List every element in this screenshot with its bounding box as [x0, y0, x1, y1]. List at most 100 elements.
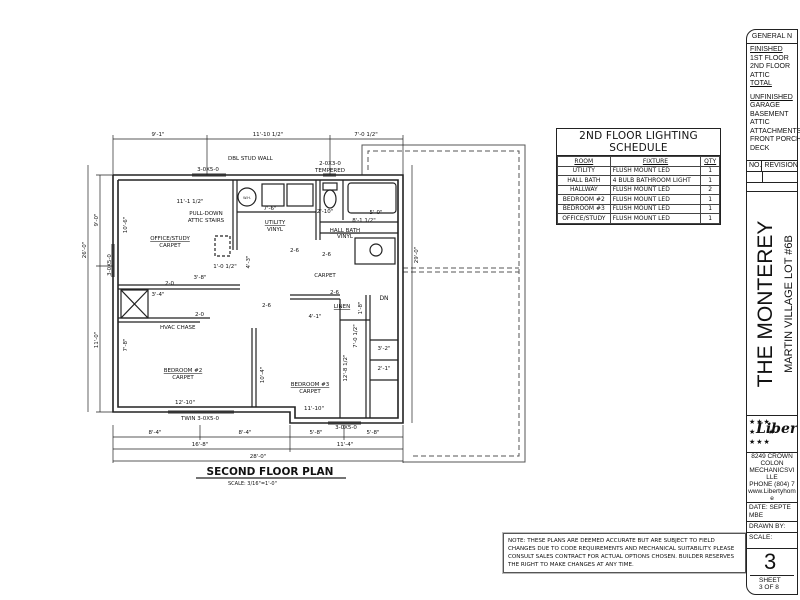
cell: FLUSH MOUNT LED	[609, 203, 702, 214]
company-logo: ★★★★ ★★★★ Liberty Homes	[747, 415, 797, 453]
address-line: 8249 CROWN COLON	[751, 453, 793, 467]
dim-bottom: 8'-4"	[148, 430, 161, 436]
dim-bottom: 5'-8"	[366, 430, 379, 436]
unfinished-label: UNFINISHED	[750, 93, 793, 101]
linen-closet-label: LINEN	[334, 304, 350, 310]
stars-icon: ★★★★ ★★★★	[749, 419, 776, 446]
plan-scale: SCALE: 3/16"=1'-0"	[228, 481, 277, 487]
door-label: 2-0	[195, 312, 204, 318]
house-name: THE MONTEREY	[754, 221, 777, 388]
drawing-meta: DATE: SEPTEMBE DRAWN BY: SCALE:	[747, 502, 797, 543]
address-line: MECHANICSVILLE	[749, 467, 795, 481]
cell: OFFICE/STUDY	[557, 213, 611, 224]
plan-title: SECOND FLOOR PLAN	[207, 466, 334, 478]
dim-right: 29'-0"	[414, 247, 420, 264]
col-header: FIXTURE	[609, 156, 702, 167]
area-item: 1ST FLOOR	[750, 54, 789, 62]
room-hall-bath-floor: VINYL	[337, 234, 354, 240]
room-bedroom-3: BEDROOM #3	[291, 382, 330, 388]
area-item: BASEMENT	[750, 110, 789, 118]
dimension-lines	[87, 135, 413, 463]
drawn-by-field: DRAWN BY:	[747, 521, 797, 532]
cell: FLUSH MOUNT LED	[609, 213, 702, 224]
door-label: 2-6	[290, 248, 299, 254]
area-item: FRONT PORCH	[750, 136, 800, 143]
sheet-label-text: SHEET	[759, 577, 781, 584]
room-office-study: OFFICE/STUDY	[150, 236, 190, 242]
windows	[111, 173, 361, 425]
attic-stairs-label: ATTIC STAIRS	[188, 218, 225, 224]
finished-label: FINISHED	[750, 46, 783, 53]
room-hall-bath: HALL BATH	[330, 228, 360, 234]
area-item: GARAGE	[750, 102, 780, 109]
dim-interior: 4'-1"	[308, 314, 321, 320]
address-line: www.Libertyhome	[748, 488, 796, 502]
window-label: 3-0X5-0	[335, 425, 357, 431]
dim-interior: 2'-1"	[377, 366, 390, 372]
dim-top-2: 11'-10 1/2"	[253, 132, 284, 138]
area-item: DECK	[750, 144, 770, 152]
general-notes-header: GENERAL N	[747, 30, 797, 44]
area-item: ATTIC	[750, 71, 770, 79]
door-label: 2-6	[322, 252, 331, 258]
dim-interior: 3'-4"	[151, 292, 164, 298]
area-item: ATTACHMENTS	[750, 127, 800, 135]
room-utility-floor: VINYL	[267, 227, 284, 233]
dim-bottom: 5'-8"	[309, 430, 322, 436]
dim-top-3: 7'-0 1/2"	[354, 132, 378, 138]
lighting-schedule: 2ND FLOOR LIGHTING SCHEDULE ROOM FIXTURE…	[556, 128, 721, 225]
col-header: ROOM	[557, 156, 611, 167]
title-block: GENERAL N FINISHED 1ST FLOOR 2ND FLOOR A…	[746, 29, 800, 595]
dim-interior: 7'-8"	[123, 338, 129, 351]
cell: 1	[700, 203, 720, 214]
room-bedroom-2-floor: CARPET	[172, 375, 194, 381]
cell: 1	[700, 175, 720, 186]
dim-bottom: 16'-8"	[192, 442, 209, 448]
dim-interior: 12'-8 1/2"	[343, 354, 349, 381]
room-bedroom-2: BEDROOM #2	[164, 368, 203, 374]
disclaimer-note: NOTE: THESE PLANS ARE DEEMED ACCURATE BU…	[503, 533, 746, 573]
address-line: PHONE (804) 7	[749, 481, 795, 488]
room-bedroom-3-floor: CARPET	[299, 389, 321, 395]
dim-bottom: 8'-4"	[238, 430, 251, 436]
logo-text: Liberty Homes	[756, 421, 797, 437]
dim-left-1: 9'-0"	[94, 213, 100, 226]
sheet-number: 3	[764, 549, 777, 574]
window-label: 2-0X3-0	[319, 161, 341, 167]
room-utility: UTILITY	[265, 220, 286, 226]
cell: FLUSH MOUNT LED	[609, 165, 702, 176]
door-label: 2-6	[330, 290, 339, 296]
dim-interior: 1'-0 1/2"	[213, 264, 237, 270]
dim-interior: 1'-8"	[358, 301, 364, 314]
area-list: FINISHED 1ST FLOOR 2ND FLOOR ATTIC TOTAL…	[750, 46, 800, 153]
cell: BEDROOM #2	[557, 194, 611, 205]
dim-interior: 11'-1 1/2"	[176, 199, 203, 205]
rev-header: REVISION	[764, 162, 798, 169]
dim-interior: 2'-10"	[317, 209, 334, 215]
dbl-stud-wall-label: DBL STUD WALL	[228, 156, 274, 162]
water-heater-label: W.H.	[243, 196, 251, 200]
hall-floor: CARPET	[314, 273, 336, 279]
cell: HALL BATH	[557, 175, 611, 186]
dim-interior: 7'-0 1/2"	[353, 324, 359, 348]
cell: 4 BULB BATHROOM LIGHT	[609, 175, 702, 186]
cell: 1	[700, 213, 720, 224]
window-label: 3-0X5-0	[107, 254, 113, 276]
dim-bottom: 11'-4"	[337, 442, 354, 448]
cell: FLUSH MOUNT LED	[609, 194, 702, 205]
dim-top-1: 9'-1"	[151, 132, 164, 138]
cell: 1	[700, 194, 720, 205]
interior-walls	[118, 180, 398, 418]
dim-interior: 8'-1 1/2"	[352, 218, 376, 224]
rev-no-header: NO.	[749, 161, 763, 171]
dim-interior: 5'-0"	[369, 210, 382, 216]
dim-left-2: 11'-0"	[94, 332, 100, 349]
area-item: TOTAL	[750, 80, 772, 87]
cell: 1	[700, 165, 720, 176]
